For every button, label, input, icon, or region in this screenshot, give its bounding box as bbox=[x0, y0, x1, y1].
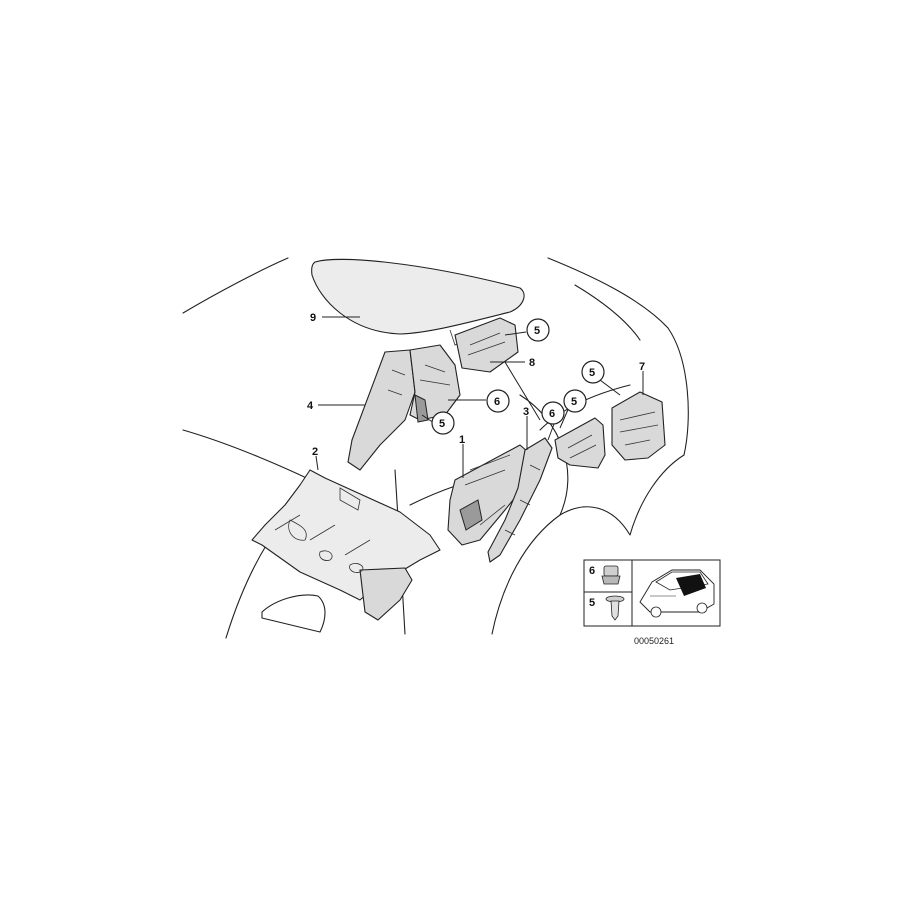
svg-text:6: 6 bbox=[549, 408, 555, 420]
circled-callouts: 5 6 5 5 6 5 bbox=[431, 318, 605, 435]
svg-text:5: 5 bbox=[439, 418, 445, 430]
callout-numbers: 9 8 4 2 1 3 7 bbox=[307, 312, 645, 458]
part-9-parcel-shelf[interactable] bbox=[311, 258, 525, 346]
svg-text:5: 5 bbox=[571, 396, 577, 408]
part-8-upper-bracket[interactable] bbox=[454, 317, 519, 373]
circled-callout-5-left: 5 bbox=[431, 411, 455, 435]
svg-text:5: 5 bbox=[589, 367, 595, 379]
callout-1: 1 bbox=[459, 434, 465, 446]
leader-lines bbox=[315, 316, 644, 478]
circled-callout-5-mid: 5 bbox=[563, 389, 587, 413]
circled-callout-6-right: 6 bbox=[541, 401, 565, 425]
part-wheel-arch-bracket[interactable] bbox=[554, 417, 606, 469]
circled-callout-5-right: 5 bbox=[581, 360, 605, 384]
legend-label-6: 6 bbox=[589, 565, 595, 577]
svg-text:5: 5 bbox=[534, 325, 540, 337]
legend-label-5: 5 bbox=[589, 597, 595, 609]
part-3-pillar-trim[interactable] bbox=[487, 437, 553, 563]
part-4-side-trim-panel[interactable] bbox=[347, 344, 461, 471]
expanding-rivet-icon bbox=[605, 595, 625, 621]
callout-9: 9 bbox=[310, 312, 316, 324]
clip-nut-icon bbox=[601, 565, 621, 585]
vehicle-thumbnail-icon bbox=[639, 569, 715, 618]
callout-2: 2 bbox=[312, 446, 318, 458]
circled-callout-5-top: 5 bbox=[526, 318, 550, 342]
circled-callout-6-left: 6 bbox=[486, 389, 510, 413]
callout-4: 4 bbox=[307, 400, 314, 412]
drawing-number: 00050261 bbox=[634, 636, 674, 646]
svg-text:6: 6 bbox=[494, 396, 500, 408]
part-2-floor-panel[interactable] bbox=[251, 469, 441, 621]
callout-8: 8 bbox=[529, 357, 535, 369]
callout-3: 3 bbox=[523, 406, 529, 418]
part-1-trim-panel[interactable] bbox=[447, 444, 529, 546]
callout-7: 7 bbox=[639, 361, 645, 373]
part-7-rear-trim[interactable] bbox=[611, 391, 666, 461]
legend-box: 6 5 bbox=[583, 559, 721, 627]
